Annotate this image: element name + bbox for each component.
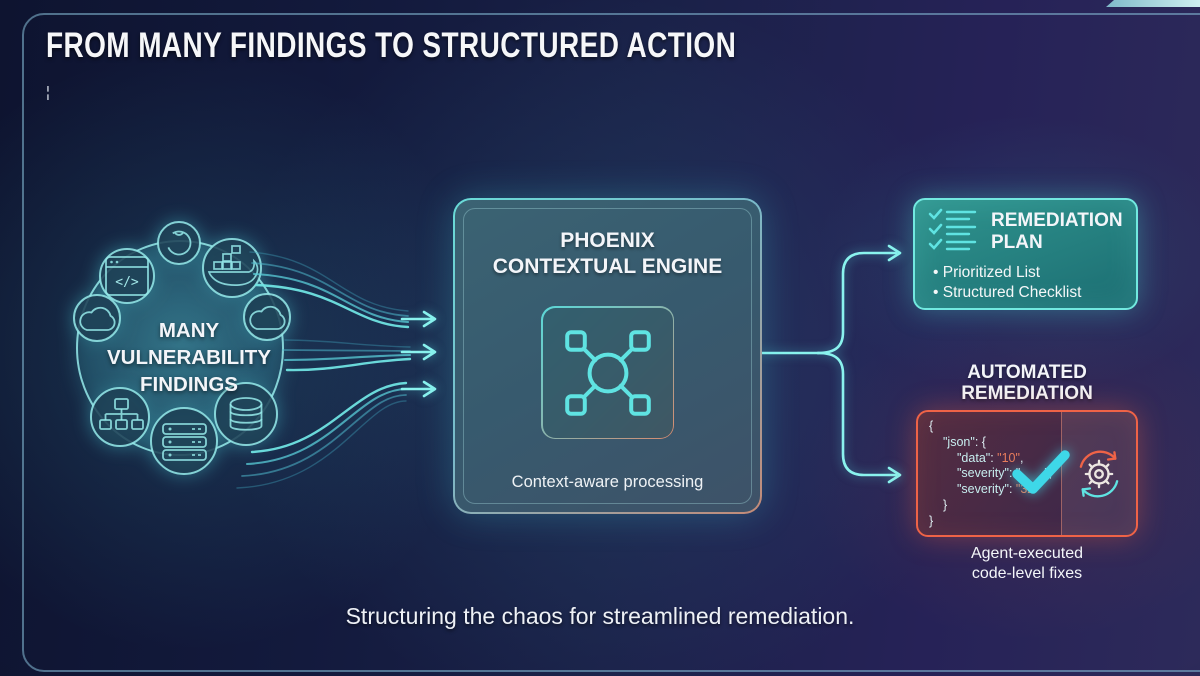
code-glyph: </> [115, 275, 139, 290]
package-icon [166, 230, 192, 256]
automation-title: AUTOMATED REMEDIATION [961, 362, 1093, 404]
engine-title: PHOENIX CONTEXTUAL ENGINE [492, 229, 723, 278]
plan-title: REMEDIATION PLAN [991, 210, 1123, 253]
cloud-label: MANY VULNERABILITY FINDINGS [107, 319, 271, 396]
plan-bullet: Structured Checklist [933, 283, 1124, 303]
bump-code [99, 248, 155, 304]
automation-side-panel [1061, 412, 1136, 535]
engine-icon-box [541, 306, 674, 439]
flow-arrows [400, 310, 437, 398]
plan-bullet: Prioritized List [933, 263, 1124, 283]
remediation-plan-box: REMEDIATION PLAN Prioritized List Struct… [913, 198, 1138, 310]
bump-server [150, 407, 218, 475]
connector-bracket [758, 244, 902, 484]
bump-docker [202, 238, 262, 298]
flow-lines-bottom [236, 381, 408, 489]
code-window-icon: </> [105, 256, 149, 296]
check-icon [1012, 450, 1070, 494]
flow-lines-top [249, 251, 410, 329]
page-title: FROM MANY FINDINGS TO STRUCTURED ACTION [46, 26, 737, 65]
bump-package [157, 221, 201, 265]
sitemap-icon [99, 398, 144, 430]
database-icon [229, 397, 263, 431]
docker-icon [207, 245, 259, 286]
json-code: {"json": {"data": "10","severity": "","s… [929, 419, 1053, 528]
checklist-icon [928, 208, 977, 251]
top-right-accent-bar [1106, 0, 1200, 7]
gear-sync-icon [1079, 450, 1119, 497]
engine-box: PHOENIX CONTEXTUAL ENGINE Context-aware … [453, 198, 762, 514]
footer-tagline: Structuring the chaos for streamlined re… [345, 603, 855, 629]
flow-lines-middle [282, 339, 412, 372]
automation-caption: Agent-executed code-level fixes [970, 545, 1084, 582]
plan-bullets: Prioritized List Structured Checklist [933, 263, 1124, 303]
engine-caption: Context-aware processing [511, 473, 704, 491]
stray-mark: ¦ [46, 84, 50, 101]
hub-network-icon [564, 329, 651, 416]
automation-box: {"json": {"data": "10","severity": "","s… [916, 410, 1138, 537]
server-rack-icon [162, 423, 207, 461]
